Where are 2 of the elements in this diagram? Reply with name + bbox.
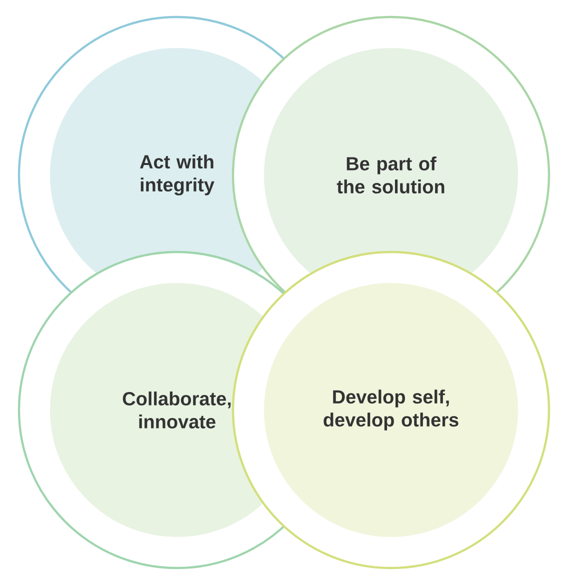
node-label: Be part of the solution <box>336 156 444 194</box>
node-label: Collaborate, innovate <box>122 392 231 428</box>
